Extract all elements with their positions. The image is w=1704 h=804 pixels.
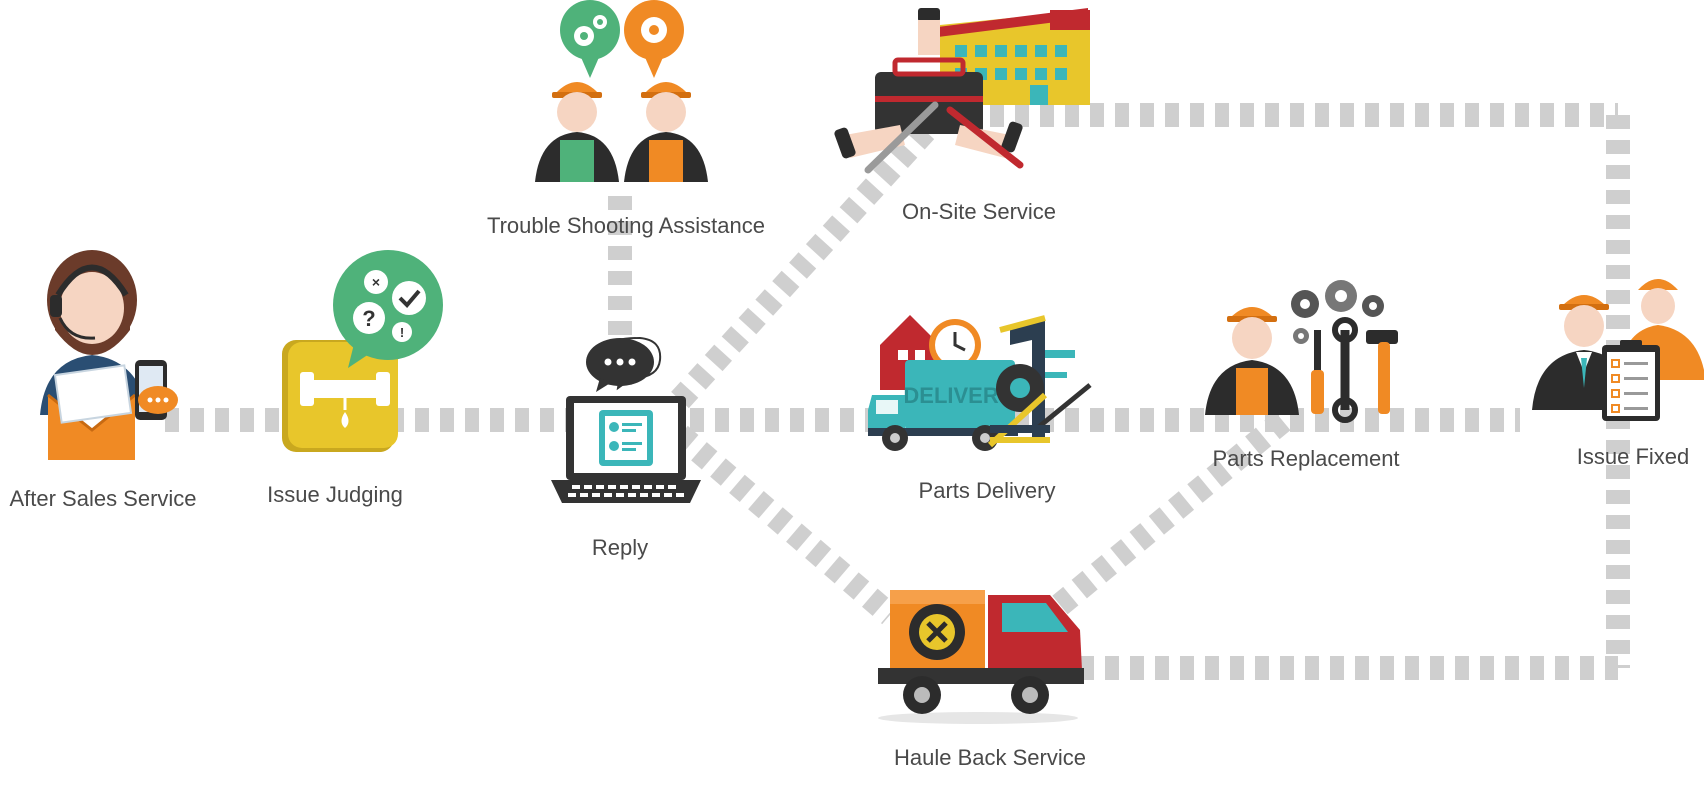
haule-back-truck-icon xyxy=(878,590,1084,724)
label-issue-fixed: Issue Fixed xyxy=(1577,444,1690,470)
two-workers-gear-icon xyxy=(535,0,708,182)
connector-haule-back-to-parts-replacement xyxy=(1060,415,1290,605)
label-after-sales-service: After Sales Service xyxy=(9,486,196,512)
agent-headset-icon xyxy=(40,250,178,460)
label-parts-delivery: Parts Delivery xyxy=(919,478,1056,504)
label-reply: Reply xyxy=(592,535,648,561)
svg-text:×: × xyxy=(372,274,380,290)
label-on-site-service: On-Site Service xyxy=(902,199,1056,225)
label-trouble-shooting-assistance: Trouble Shooting Assistance xyxy=(487,213,765,239)
delivery-truck-icon: DELIVERY xyxy=(868,315,1090,451)
worker-tools-icon xyxy=(1205,280,1398,420)
label-haule-back-service: Haule Back Service xyxy=(894,745,1086,771)
svg-text:?: ? xyxy=(362,306,375,331)
connector-reply-to-haule-back xyxy=(680,435,890,615)
laptop-chat-icon xyxy=(551,338,701,503)
label-parts-replacement: Parts Replacement xyxy=(1212,446,1399,472)
toolbox-building-icon xyxy=(833,8,1090,170)
label-issue-judging: Issue Judging xyxy=(267,482,403,508)
svg-text:!: ! xyxy=(400,325,404,340)
